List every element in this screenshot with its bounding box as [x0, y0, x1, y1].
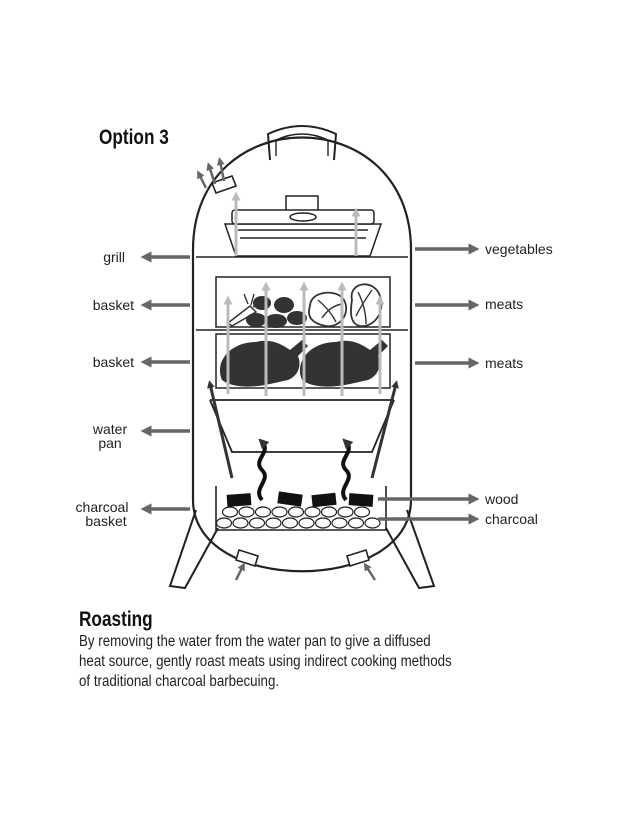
upper-basket-food: [226, 283, 383, 328]
description-line: heat source, gently roast meats using in…: [79, 653, 452, 670]
charcoal-briquette: [287, 506, 305, 518]
charcoal-briquette: [281, 517, 299, 529]
top-vent: [210, 174, 238, 195]
diverted-heat-arrows: [207, 380, 399, 479]
water-pan: [209, 399, 395, 453]
charcoal-briquette: [331, 517, 348, 529]
heat-flow-arrows: [223, 191, 385, 396]
section-description: By removing the water from the water pan…: [79, 632, 526, 692]
charcoal-briquette: [232, 517, 249, 529]
charcoal-briquette: [254, 506, 272, 518]
charcoal-briquette: [271, 506, 288, 518]
roast-chickens: [219, 340, 388, 387]
charcoal-briquette: [364, 517, 381, 529]
charcoal-briquette: [337, 506, 354, 518]
label-basket-lower: basket: [93, 354, 134, 370]
charcoal-basket: [215, 486, 387, 531]
label-meats-lower: meats: [485, 355, 523, 371]
bottom-vents: [235, 548, 370, 568]
right-callout-arrows: [378, 243, 480, 525]
label-basket-upper: basket: [93, 297, 134, 313]
charcoal-briquette: [238, 506, 255, 518]
smoker-legs: [168, 509, 436, 590]
description-line: of traditional charcoal barbecuing.: [79, 673, 280, 690]
left-callout-arrows: [140, 251, 190, 515]
label-charcoal: charcoal: [485, 511, 538, 527]
section-title: Roasting: [79, 608, 153, 631]
lid-handle: [266, 125, 338, 161]
label-vegetables: vegetables: [485, 241, 553, 257]
charcoal-briquette: [265, 517, 282, 529]
charcoal-briquette: [248, 517, 266, 529]
charcoal-briquette: [304, 506, 321, 518]
label-water-pan-2: pan: [98, 435, 121, 451]
label-meats-upper: meats: [485, 296, 523, 312]
label-grill: grill: [103, 249, 125, 265]
roasting-tray: [223, 195, 383, 257]
charcoal-briquette: [320, 506, 338, 518]
label-charcoal-basket-2: basket: [85, 513, 126, 529]
air-intake-arrows: [234, 562, 377, 581]
charcoal-briquette: [298, 517, 315, 529]
charcoal-briquette: [347, 517, 365, 529]
charcoal-briquette: [353, 506, 371, 518]
section-dividers: [196, 256, 408, 331]
label-wood: wood: [484, 491, 518, 507]
charcoal-briquette: [314, 517, 332, 529]
charcoal-briquettes: [215, 506, 381, 529]
right-leg: [385, 509, 436, 590]
label-water-pan-1: water: [92, 421, 128, 437]
description-line: By removing the water from the water pan…: [79, 633, 431, 650]
smoke-wavy-arrows: [257, 438, 354, 502]
charcoal-briquette: [215, 517, 233, 529]
label-charcoal-basket-1: charcoal: [76, 499, 129, 515]
left-leg: [168, 509, 219, 590]
wood-chunks: [226, 491, 374, 508]
charcoal-briquette: [221, 506, 239, 518]
option-title: Option 3: [99, 126, 169, 149]
vent-steam-arrows: [197, 157, 226, 189]
